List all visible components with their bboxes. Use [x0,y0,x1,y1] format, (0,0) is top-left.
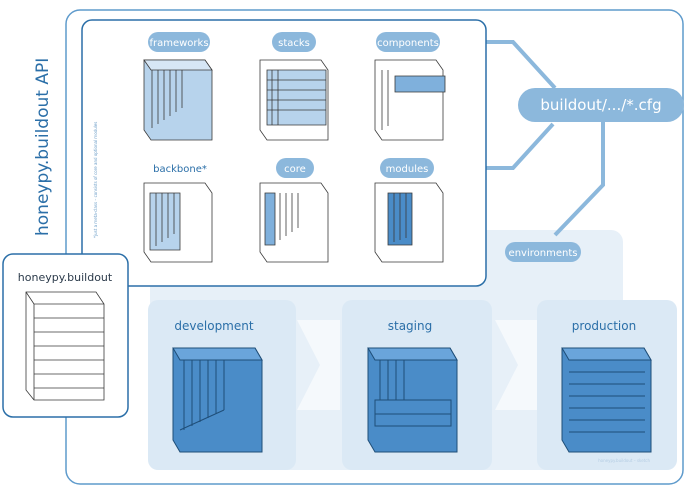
footnote: *just a meta-class – consists of core an… [93,122,98,238]
pill-modules[interactable]: modules [380,158,434,178]
cube-modules [374,182,444,263]
cube-development [172,347,263,453]
pill-components-label: components [377,38,439,49]
credit: honeypy.buildout – sketch [598,458,650,463]
api-title: honeypy.buildout API [33,58,53,236]
cube-components [374,59,446,141]
pill-stacks[interactable]: stacks [272,32,316,52]
cube-stacks [259,59,329,141]
pill-modules-label: modules [386,164,429,175]
env-title-staging: staging [388,319,432,333]
env-title-development: development [174,319,253,333]
builder-title: honeypy.buildout [18,271,113,284]
cube-core [259,182,329,263]
cube-builder [25,291,105,401]
backbone-label: backbone* [153,164,207,175]
cube-backbone [143,182,213,263]
cube-staging [367,347,458,453]
environments-pill[interactable]: environments [505,242,581,262]
cfg-pill[interactable]: buildout/.../*.cfg [518,88,684,122]
pill-core-label: core [284,164,306,175]
env-title-production: production [572,319,636,333]
cube-frameworks [143,59,213,141]
pill-stacks-label: stacks [278,38,310,49]
pill-frameworks[interactable]: frameworks [148,32,210,52]
environments-label: environments [509,248,578,259]
env-connectors [297,320,537,410]
cfg-label: buildout/.../*.cfg [540,96,661,114]
pill-components[interactable]: components [376,32,440,52]
pill-frameworks-label: frameworks [149,38,208,49]
pill-core[interactable]: core [276,158,314,178]
cube-production [561,347,652,453]
